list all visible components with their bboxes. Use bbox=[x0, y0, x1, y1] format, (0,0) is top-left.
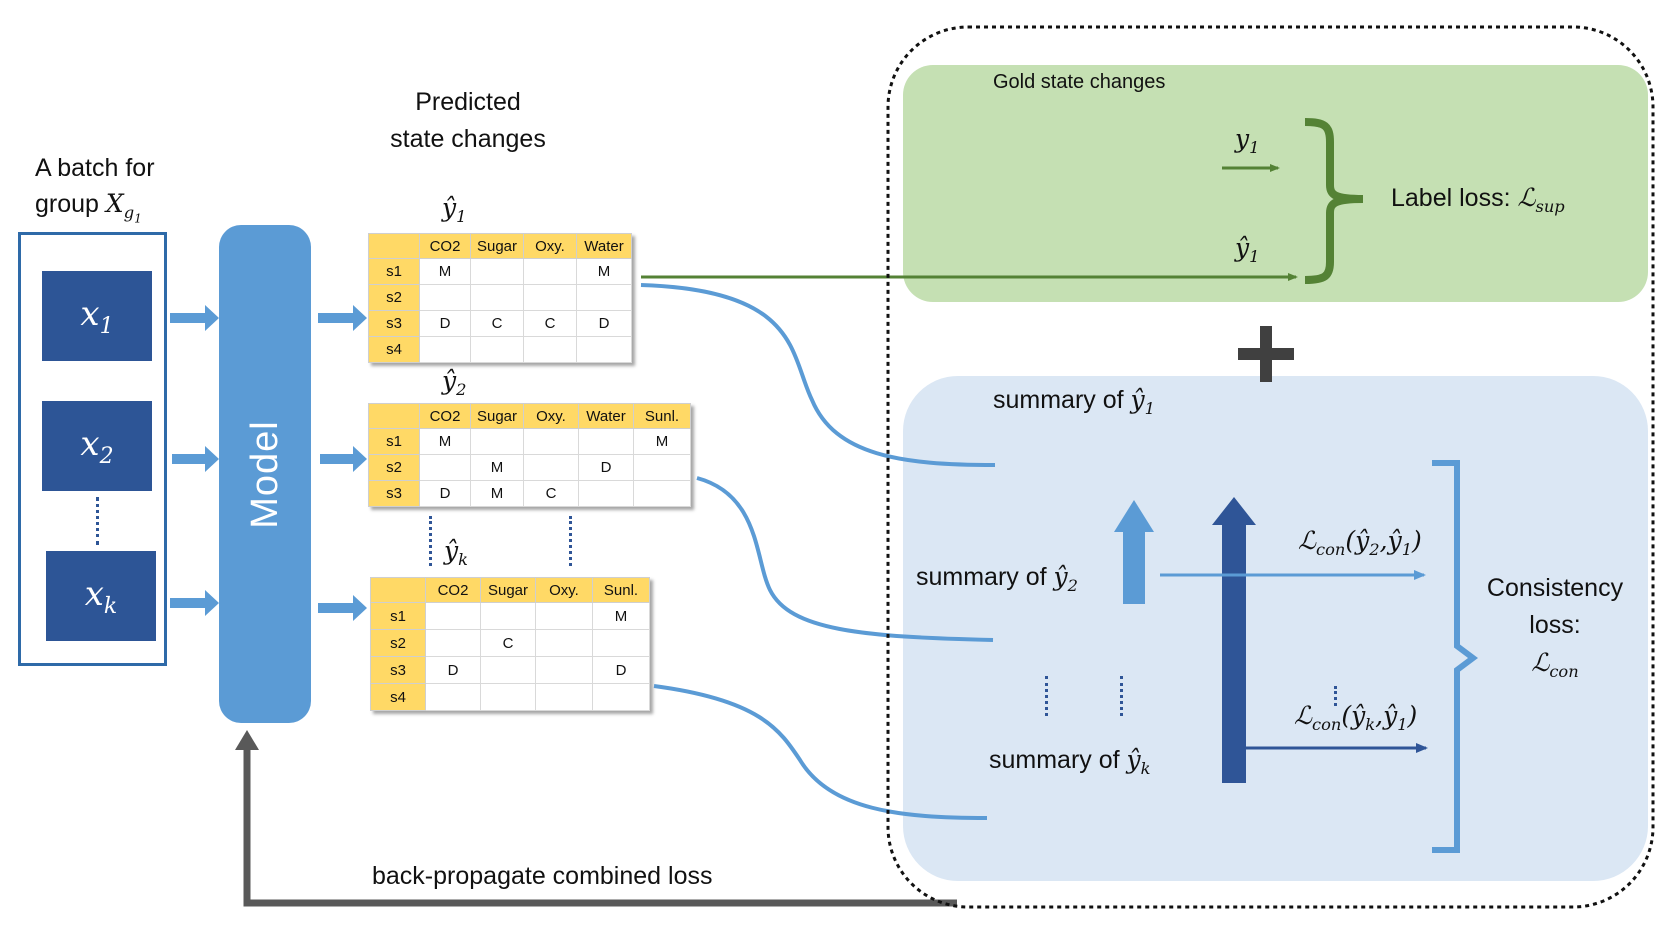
column-header: Water bbox=[576, 233, 632, 259]
pred-ellipsis-right bbox=[569, 516, 572, 566]
pred-y1-label: ŷ1 bbox=[442, 193, 467, 226]
table-row: s1 M bbox=[370, 602, 650, 630]
summary-y2-title: summary of ŷ2 bbox=[916, 562, 1079, 595]
column-header: Sunl. bbox=[592, 577, 650, 603]
table-cell: D bbox=[592, 656, 650, 684]
batch-ellipsis bbox=[96, 497, 99, 545]
predicted-title: Predicted state changes bbox=[370, 84, 566, 158]
summary-yk-title: summary of ŷk bbox=[989, 745, 1151, 778]
gold-title: Gold state changes bbox=[993, 71, 1166, 93]
row-label: s1 bbox=[368, 428, 420, 455]
batch-item-xk: xk bbox=[46, 551, 156, 641]
summary-ellipsis-1 bbox=[1045, 676, 1048, 716]
summary-y1-title: summary of ŷ1 bbox=[993, 385, 1156, 418]
row-label: s4 bbox=[368, 336, 420, 363]
plus-icon bbox=[1238, 326, 1294, 382]
backprop-label: back-propagate combined loss bbox=[372, 862, 713, 890]
consistency-loss-label: Consistency loss: ℒcon bbox=[1470, 570, 1640, 690]
table-cell: M bbox=[470, 480, 524, 507]
x1-label: x1 bbox=[80, 293, 114, 339]
row-label: s2 bbox=[368, 454, 420, 481]
table-cell bbox=[592, 683, 650, 711]
batch-title-line1: A batch for bbox=[35, 154, 155, 182]
x2-label: x2 bbox=[80, 423, 114, 469]
table-cell: M bbox=[470, 454, 524, 481]
table-cell bbox=[578, 480, 634, 507]
pred-y2-label: ŷ2 bbox=[442, 366, 467, 399]
table-cell: M bbox=[633, 428, 691, 455]
batch-item-x2: x2 bbox=[42, 401, 152, 491]
table-cell bbox=[523, 454, 579, 481]
row-label: s3 bbox=[368, 480, 420, 507]
con-term-k: ℒcon(ŷk,ŷ1) bbox=[1294, 701, 1418, 734]
table-cell: D bbox=[419, 310, 471, 337]
gold-y1-label: y1 bbox=[1235, 124, 1260, 157]
batch-title-line2: group Xg1 bbox=[35, 189, 142, 226]
row-label: s3 bbox=[368, 310, 420, 337]
row-label: s4 bbox=[370, 683, 426, 711]
pred-ellipsis-left bbox=[429, 516, 432, 566]
table-cell bbox=[535, 602, 593, 630]
table-cell bbox=[633, 454, 691, 481]
batch-title: A batch for group Xg1 bbox=[35, 150, 155, 236]
consistency-loss-line2: loss: bbox=[1529, 611, 1581, 639]
predicted-title-line2: state changes bbox=[390, 125, 546, 153]
table-row: s4 bbox=[370, 683, 650, 711]
model-label: Model bbox=[243, 419, 286, 529]
row-label: s1 bbox=[370, 602, 426, 630]
backprop-arrowhead bbox=[235, 730, 259, 750]
table-corner bbox=[370, 577, 426, 603]
table-cell bbox=[523, 258, 577, 285]
column-header: Water bbox=[578, 403, 634, 429]
table-cell bbox=[425, 683, 481, 711]
con-term-2: ℒcon(ŷ2,ŷ1) bbox=[1298, 526, 1422, 559]
table-corner bbox=[368, 233, 420, 259]
column-header: Sugar bbox=[470, 233, 524, 259]
table-cell: D bbox=[419, 480, 471, 507]
model-block: Model bbox=[219, 225, 311, 723]
pred-yk-label: ŷk bbox=[444, 536, 468, 569]
label-loss-text: Label loss: ℒsup bbox=[1391, 183, 1565, 216]
table-cell: C bbox=[523, 480, 579, 507]
table-row: s4 bbox=[368, 336, 632, 363]
table-cell bbox=[523, 428, 579, 455]
column-header: Oxy. bbox=[523, 233, 577, 259]
group-symbol: Xg1 bbox=[105, 189, 142, 226]
table-cell: M bbox=[419, 258, 471, 285]
backprop-arrow bbox=[243, 745, 957, 907]
pred-y1-gold-label: ŷ1 bbox=[1235, 233, 1260, 266]
consistency-loss-line1: Consistency bbox=[1486, 574, 1624, 602]
table-cell: D bbox=[576, 310, 632, 337]
consistency-loss-symbol: ℒcon bbox=[1531, 648, 1579, 681]
xk-label: xk bbox=[84, 573, 118, 619]
column-header: Oxy. bbox=[535, 577, 593, 603]
table-cell bbox=[419, 336, 471, 363]
table-cell: M bbox=[419, 428, 471, 455]
predicted-title-line1: Predicted bbox=[415, 88, 521, 116]
table-cell: C bbox=[470, 310, 524, 337]
column-header: CO2 bbox=[419, 403, 471, 429]
table-cell bbox=[419, 284, 471, 311]
table-cell bbox=[633, 480, 691, 507]
summary-ellipsis-2 bbox=[1120, 676, 1123, 716]
table-cell: M bbox=[592, 602, 650, 630]
table-cell: D bbox=[425, 656, 481, 684]
table-cell bbox=[480, 656, 536, 684]
table-corner bbox=[368, 403, 420, 429]
table-cell bbox=[592, 629, 650, 657]
table-cell bbox=[576, 336, 632, 363]
row-label: s3 bbox=[370, 656, 426, 684]
column-header: Oxy. bbox=[523, 403, 579, 429]
table-cell bbox=[470, 284, 524, 311]
batch-item-x1: x1 bbox=[42, 271, 152, 361]
